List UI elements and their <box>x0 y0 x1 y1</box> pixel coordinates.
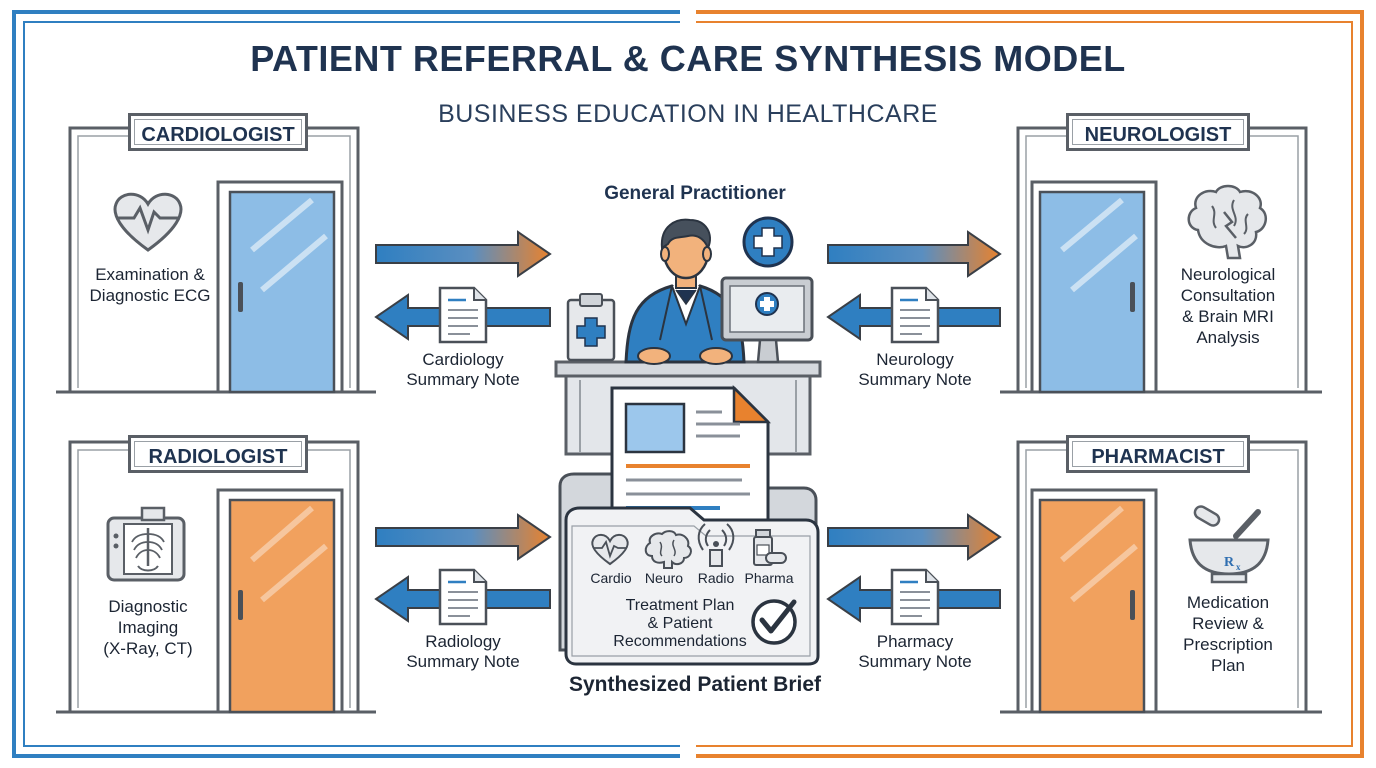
room-label-pharmacist: PHARMACIST <box>1066 435 1250 473</box>
desc-line: Diagnostic <box>108 597 188 616</box>
mortar-pestle-icon: R x <box>1188 505 1270 584</box>
neurology-summary-note: Neurology Summary Note <box>815 350 1015 390</box>
note-line: Neurology <box>876 350 954 369</box>
heart-ecg-icon <box>113 192 183 252</box>
medical-cross-icon <box>742 216 794 268</box>
doctor-figure <box>624 218 746 365</box>
desc-line: Review & <box>1192 614 1264 633</box>
folder-heart-icon <box>591 533 629 566</box>
note-line: Summary Note <box>858 370 972 389</box>
neurologist-description: Neurological Consultation & Brain MRI An… <box>1158 264 1298 348</box>
page-subtitle: BUSINESS EDUCATION IN HEALTHCARE <box>438 100 938 128</box>
desc-line: Examination & <box>95 265 205 284</box>
neurology-note-doc-icon <box>890 286 940 344</box>
cardiology-note-doc-icon <box>438 286 488 344</box>
folder-radio-icon <box>697 523 735 567</box>
pharmacy-summary-note: Pharmacy Summary Note <box>815 632 1015 672</box>
folder-text-line: & Patient <box>647 615 713 632</box>
note-line: Summary Note <box>406 370 520 389</box>
cardiology-summary-note: Cardiology Summary Note <box>363 350 563 390</box>
arrow-to-neurologist <box>827 230 1002 278</box>
radiology-note-doc-icon <box>438 568 488 626</box>
page-title: PATIENT REFERRAL & CARE SYNTHESIS MODEL <box>250 38 1126 79</box>
folder-category-radio: Radio <box>697 570 735 586</box>
folder-pharma-icon <box>753 529 787 566</box>
room-label-radiologist: RADIOLOGIST <box>128 435 308 473</box>
brief-label: Synthesized Patient Brief <box>568 673 822 696</box>
brain-icon <box>1187 184 1268 260</box>
folder-category-neuro: Neuro <box>644 570 684 586</box>
door-neurologist <box>1030 180 1158 394</box>
desc-line: Medication <box>1186 593 1270 612</box>
note-line: Radiology <box>425 632 501 651</box>
desc-line: Imaging <box>117 618 179 637</box>
arrow-to-pharmacist <box>827 513 1002 561</box>
pharmacy-note-doc-icon <box>890 568 940 626</box>
note-line: Pharmacy <box>876 632 954 651</box>
arrow-to-cardiologist <box>375 230 552 278</box>
note-line: Summary Note <box>406 652 520 671</box>
desc-line: & Brain MRI <box>1182 307 1274 326</box>
clipboard-icon <box>566 293 616 362</box>
desc-line: Plan <box>1210 656 1246 675</box>
folder-category-pharma: Pharma <box>744 570 794 586</box>
gp-label: General Practitioner <box>604 183 786 204</box>
xray-icon <box>106 506 186 582</box>
desc-line: Analysis <box>1196 328 1260 347</box>
folder-text-line: Recommendations <box>613 633 747 650</box>
folder-text-line: Treatment Plan <box>625 597 735 614</box>
svg-text:x: x <box>1236 562 1241 572</box>
desc-line: Diagnostic ECG <box>89 286 211 305</box>
desc-line: Neurological <box>1180 265 1276 284</box>
note-line: Summary Note <box>858 652 972 671</box>
radiologist-description: Diagnostic Imaging (X-Ray, CT) <box>80 596 216 659</box>
desc-line: Consultation <box>1180 286 1276 305</box>
desc-line: (X-Ray, CT) <box>103 639 193 658</box>
outer-frame <box>12 10 1364 758</box>
svg-text:R: R <box>1224 555 1235 570</box>
folder-brain-icon <box>644 530 692 569</box>
cardiologist-description: Examination & Diagnostic ECG <box>80 264 220 306</box>
desc-line: Prescription <box>1183 635 1273 654</box>
door-pharmacist <box>1030 488 1158 714</box>
note-line: Cardiology <box>422 350 504 369</box>
door-radiologist <box>216 488 344 714</box>
arrow-to-radiologist <box>375 513 552 561</box>
pharmacist-description: Medication Review & Prescription Plan <box>1160 592 1296 676</box>
folder-category-cardio: Cardio <box>590 570 632 586</box>
radiology-summary-note: Radiology Summary Note <box>363 632 563 672</box>
computer-monitor-icon <box>720 276 814 364</box>
folder-treatment-text: Treatment Plan & Patient Recommendations <box>590 597 770 651</box>
room-label-cardiologist: CARDIOLOGIST <box>128 113 308 151</box>
room-label-neurologist: NEUROLOGIST <box>1066 113 1250 151</box>
checkmark-badge-icon <box>751 599 797 645</box>
door-cardiologist <box>216 180 344 394</box>
